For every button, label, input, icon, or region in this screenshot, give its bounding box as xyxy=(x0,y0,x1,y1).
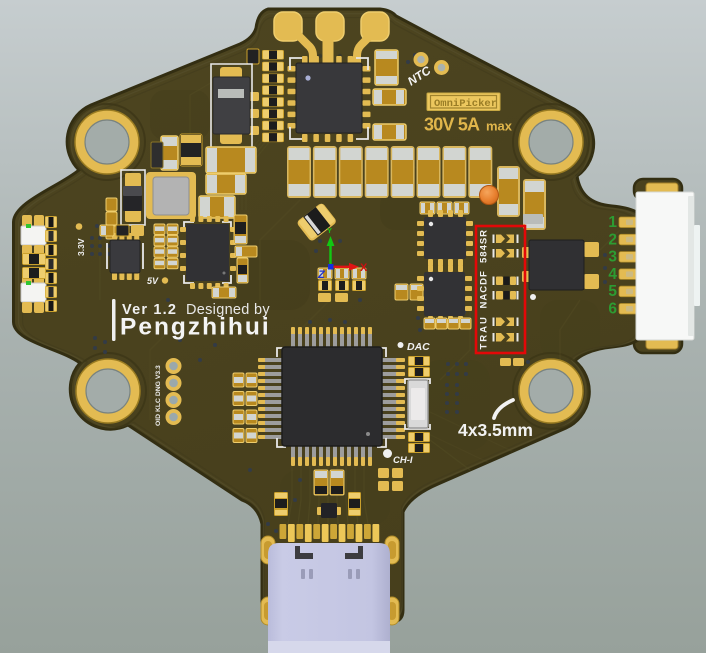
svg-text:Designed by: Designed by xyxy=(186,302,270,318)
svg-text:TRAU: TRAU xyxy=(479,315,490,349)
svg-text:Pengzhihui: Pengzhihui xyxy=(120,314,271,341)
svg-text:3: 3 xyxy=(608,249,617,266)
svg-text:30V 5A: 30V 5A xyxy=(424,115,480,135)
svg-text:6: 6 xyxy=(608,301,617,318)
svg-text:OmniPicker: OmniPicker xyxy=(434,98,497,110)
svg-text:4x3.5mm: 4x3.5mm xyxy=(458,420,533,440)
svg-text:4: 4 xyxy=(608,266,617,283)
svg-text:1: 1 xyxy=(608,214,617,231)
svg-text:3.3V: 3.3V xyxy=(76,238,86,256)
svg-text:584SR: 584SR xyxy=(479,229,490,263)
svg-text:CH-I: CH-I xyxy=(393,455,413,466)
svg-text:Z: Z xyxy=(317,269,326,281)
svg-text:DAC: DAC xyxy=(407,341,430,353)
svg-text:max: max xyxy=(486,119,513,134)
svg-text:X: X xyxy=(360,262,368,274)
svg-text:5: 5 xyxy=(608,283,617,300)
svg-text:Y: Y xyxy=(327,226,332,235)
svg-text:Ver 1.2: Ver 1.2 xyxy=(122,302,177,318)
svg-text:2: 2 xyxy=(608,231,617,248)
svg-text:OID KLC DNG V3.3: OID KLC DNG V3.3 xyxy=(155,365,162,426)
svg-text:5V: 5V xyxy=(147,276,159,286)
svg-text:NACDF: NACDF xyxy=(479,270,490,308)
